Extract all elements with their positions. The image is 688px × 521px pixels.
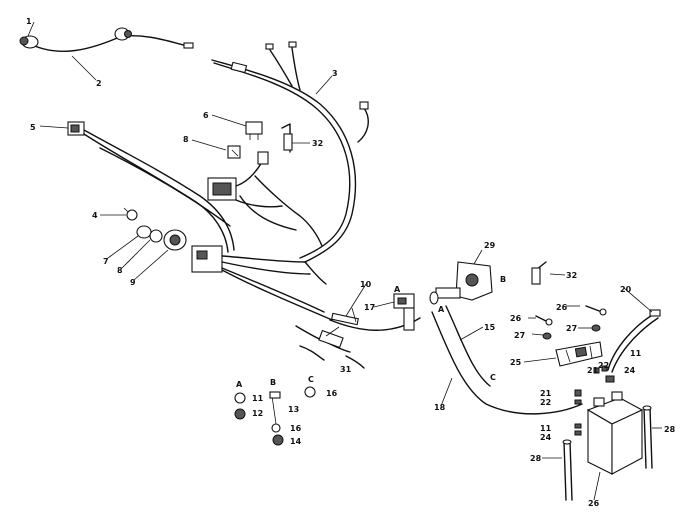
leader-lines (27, 21, 662, 501)
callout-3: 3 (332, 69, 338, 78)
battery-hold-down (555, 341, 603, 367)
callout-28-left: 28 (530, 454, 542, 463)
callout-22-left: 22 (540, 398, 551, 407)
hardware-stack-right (593, 365, 615, 383)
hardware-stack-left (574, 389, 582, 436)
harness-branch-left (67, 121, 235, 253)
callout-9: 9 (130, 278, 136, 287)
callout-26-b: 26 (510, 314, 522, 323)
callout-1: 1 (26, 17, 32, 26)
callout-28-right: 28 (664, 425, 676, 434)
battery-cable-20 (607, 309, 661, 373)
callout-17: 17 (364, 303, 375, 312)
headlight-socket-part (19, 27, 194, 52)
key-switch-assembly (123, 207, 333, 321)
regulator-part (207, 151, 283, 208)
callout-21-upper: 21 (587, 366, 599, 375)
letter-b-29: B (500, 275, 506, 284)
callout-16-lower: 16 (290, 424, 302, 433)
holder-part-upper (281, 123, 293, 153)
callout-8-upper: 8 (183, 135, 189, 144)
clips-26-27 (535, 305, 607, 340)
callout-15: 15 (484, 323, 496, 332)
main-wiring-harness (211, 41, 369, 285)
letter-c-15: C (490, 373, 496, 382)
callout-24: 26 (588, 499, 600, 508)
callout-29: 29 (484, 241, 496, 250)
letter-b-lower: B (270, 378, 276, 387)
letter-a-17: A (394, 285, 401, 294)
callout-27-a: 27 (566, 324, 577, 333)
callout-26-a: 26 (556, 303, 568, 312)
clip-part (227, 145, 241, 159)
callout-18: 18 (434, 403, 446, 412)
fuse-holder-part (295, 325, 365, 369)
callout-14: 14 (290, 437, 302, 446)
connector-letters: A B C A A B C (236, 275, 506, 389)
callout-10: 10 (360, 280, 372, 289)
callout-labels: 1 2 3 5 6 8 32 4 7 8 9 10 17 31 15 18 29… (26, 17, 676, 508)
callout-6: 6 (203, 111, 209, 120)
callout-8-lower: 8 (117, 266, 123, 275)
letter-a-lower: A (236, 380, 243, 389)
connector-part-17 (393, 293, 415, 331)
callout-32-right: 32 (566, 271, 577, 280)
callout-23-left: 24 (540, 433, 552, 442)
callout-22-upper: 22 (598, 361, 609, 370)
callout-32-upper: 32 (312, 139, 323, 148)
callout-2: 2 (96, 79, 102, 88)
switch-box-part (429, 261, 493, 305)
callout-11-left: 11 (540, 424, 552, 433)
callout-12: 12 (252, 409, 263, 418)
callout-31: 31 (340, 365, 352, 374)
callout-20: 20 (620, 285, 632, 294)
callout-27-b: 27 (514, 331, 525, 340)
callout-11-upper: 11 (630, 349, 642, 358)
battery-cables (431, 305, 583, 415)
callout-23-upper: 24 (624, 366, 636, 375)
callout-16-right: 16 (326, 389, 338, 398)
letter-c-lower: C (308, 375, 314, 384)
relay-part (245, 121, 263, 140)
battery-part (586, 391, 644, 475)
loose-hardware-parts (234, 386, 316, 446)
callout-13: 13 (288, 405, 299, 414)
callout-7: 7 (103, 257, 109, 266)
letter-a-29: A (438, 305, 445, 314)
callout-5: 5 (30, 123, 36, 132)
callout-21-left: 21 (540, 389, 552, 398)
holder-part-right (531, 261, 547, 285)
hold-down-rods (562, 405, 653, 501)
callout-4: 4 (92, 211, 98, 220)
callout-11-lower: 11 (252, 394, 264, 403)
callout-25: 25 (510, 358, 522, 367)
